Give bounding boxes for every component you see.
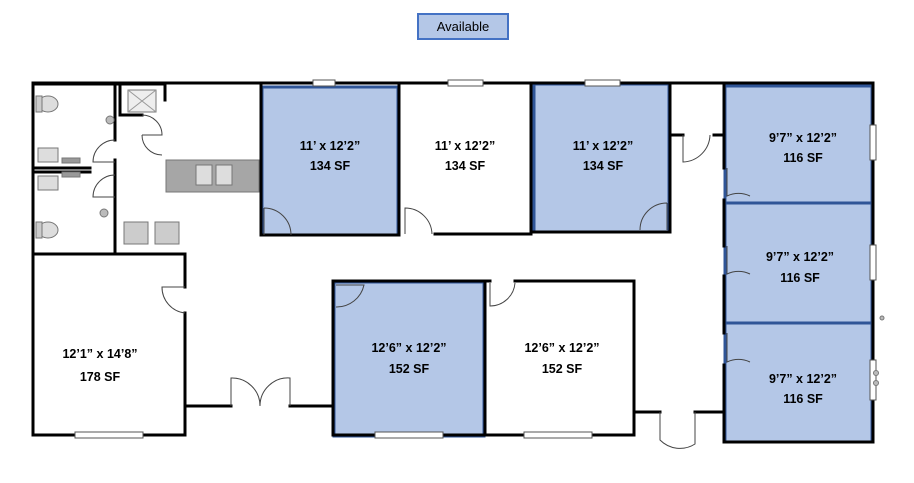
room-4-dims: 9’7” x 12’2” xyxy=(769,131,837,145)
appliance xyxy=(154,221,180,245)
room-8-dims: 12’6” x 12’2” xyxy=(371,341,446,355)
appliance xyxy=(123,221,149,245)
room-1-area: 134 SF xyxy=(310,159,351,173)
room-8-fill[interactable] xyxy=(332,280,486,438)
room-1-dims: 11’ x 12’2” xyxy=(300,139,360,153)
room-5-fill[interactable] xyxy=(723,201,874,325)
room-9-area: 152 SF xyxy=(542,362,583,376)
room-9-dims: 12’6” x 12’2” xyxy=(524,341,599,355)
room-2-dims: 11’ x 12’2” xyxy=(435,139,495,153)
room-7-dims: 12’1” x 14’8” xyxy=(62,347,137,361)
room-6-fill[interactable] xyxy=(723,321,874,444)
room-3-area: 134 SF xyxy=(583,159,624,173)
windows xyxy=(74,79,877,439)
sink-icon xyxy=(37,175,59,191)
room-4-area: 116 SF xyxy=(783,151,823,165)
room-3-dims: 11’ x 12’2” xyxy=(573,139,633,153)
fixtures xyxy=(35,89,885,386)
room-5-area: 116 SF xyxy=(780,271,820,285)
room-8-area: 152 SF xyxy=(389,362,430,376)
walls xyxy=(31,81,875,444)
legend-available: Available xyxy=(417,13,509,40)
room-2-area: 134 SF xyxy=(445,159,486,173)
room-labels: 11’ x 12’2” 134 SF 11’ x 12’2” 134 SF 11… xyxy=(62,131,837,406)
doors xyxy=(92,114,751,449)
sink-icon xyxy=(37,147,59,163)
room-6-dims: 9’7” x 12’2” xyxy=(769,372,837,386)
legend-label: Available xyxy=(436,19,490,34)
room-6-area: 116 SF xyxy=(783,392,823,406)
room-5-dims: 9’7” x 12’2” xyxy=(766,250,834,264)
available-room-fills xyxy=(260,82,874,444)
room-7-area: 178 SF xyxy=(80,370,121,384)
